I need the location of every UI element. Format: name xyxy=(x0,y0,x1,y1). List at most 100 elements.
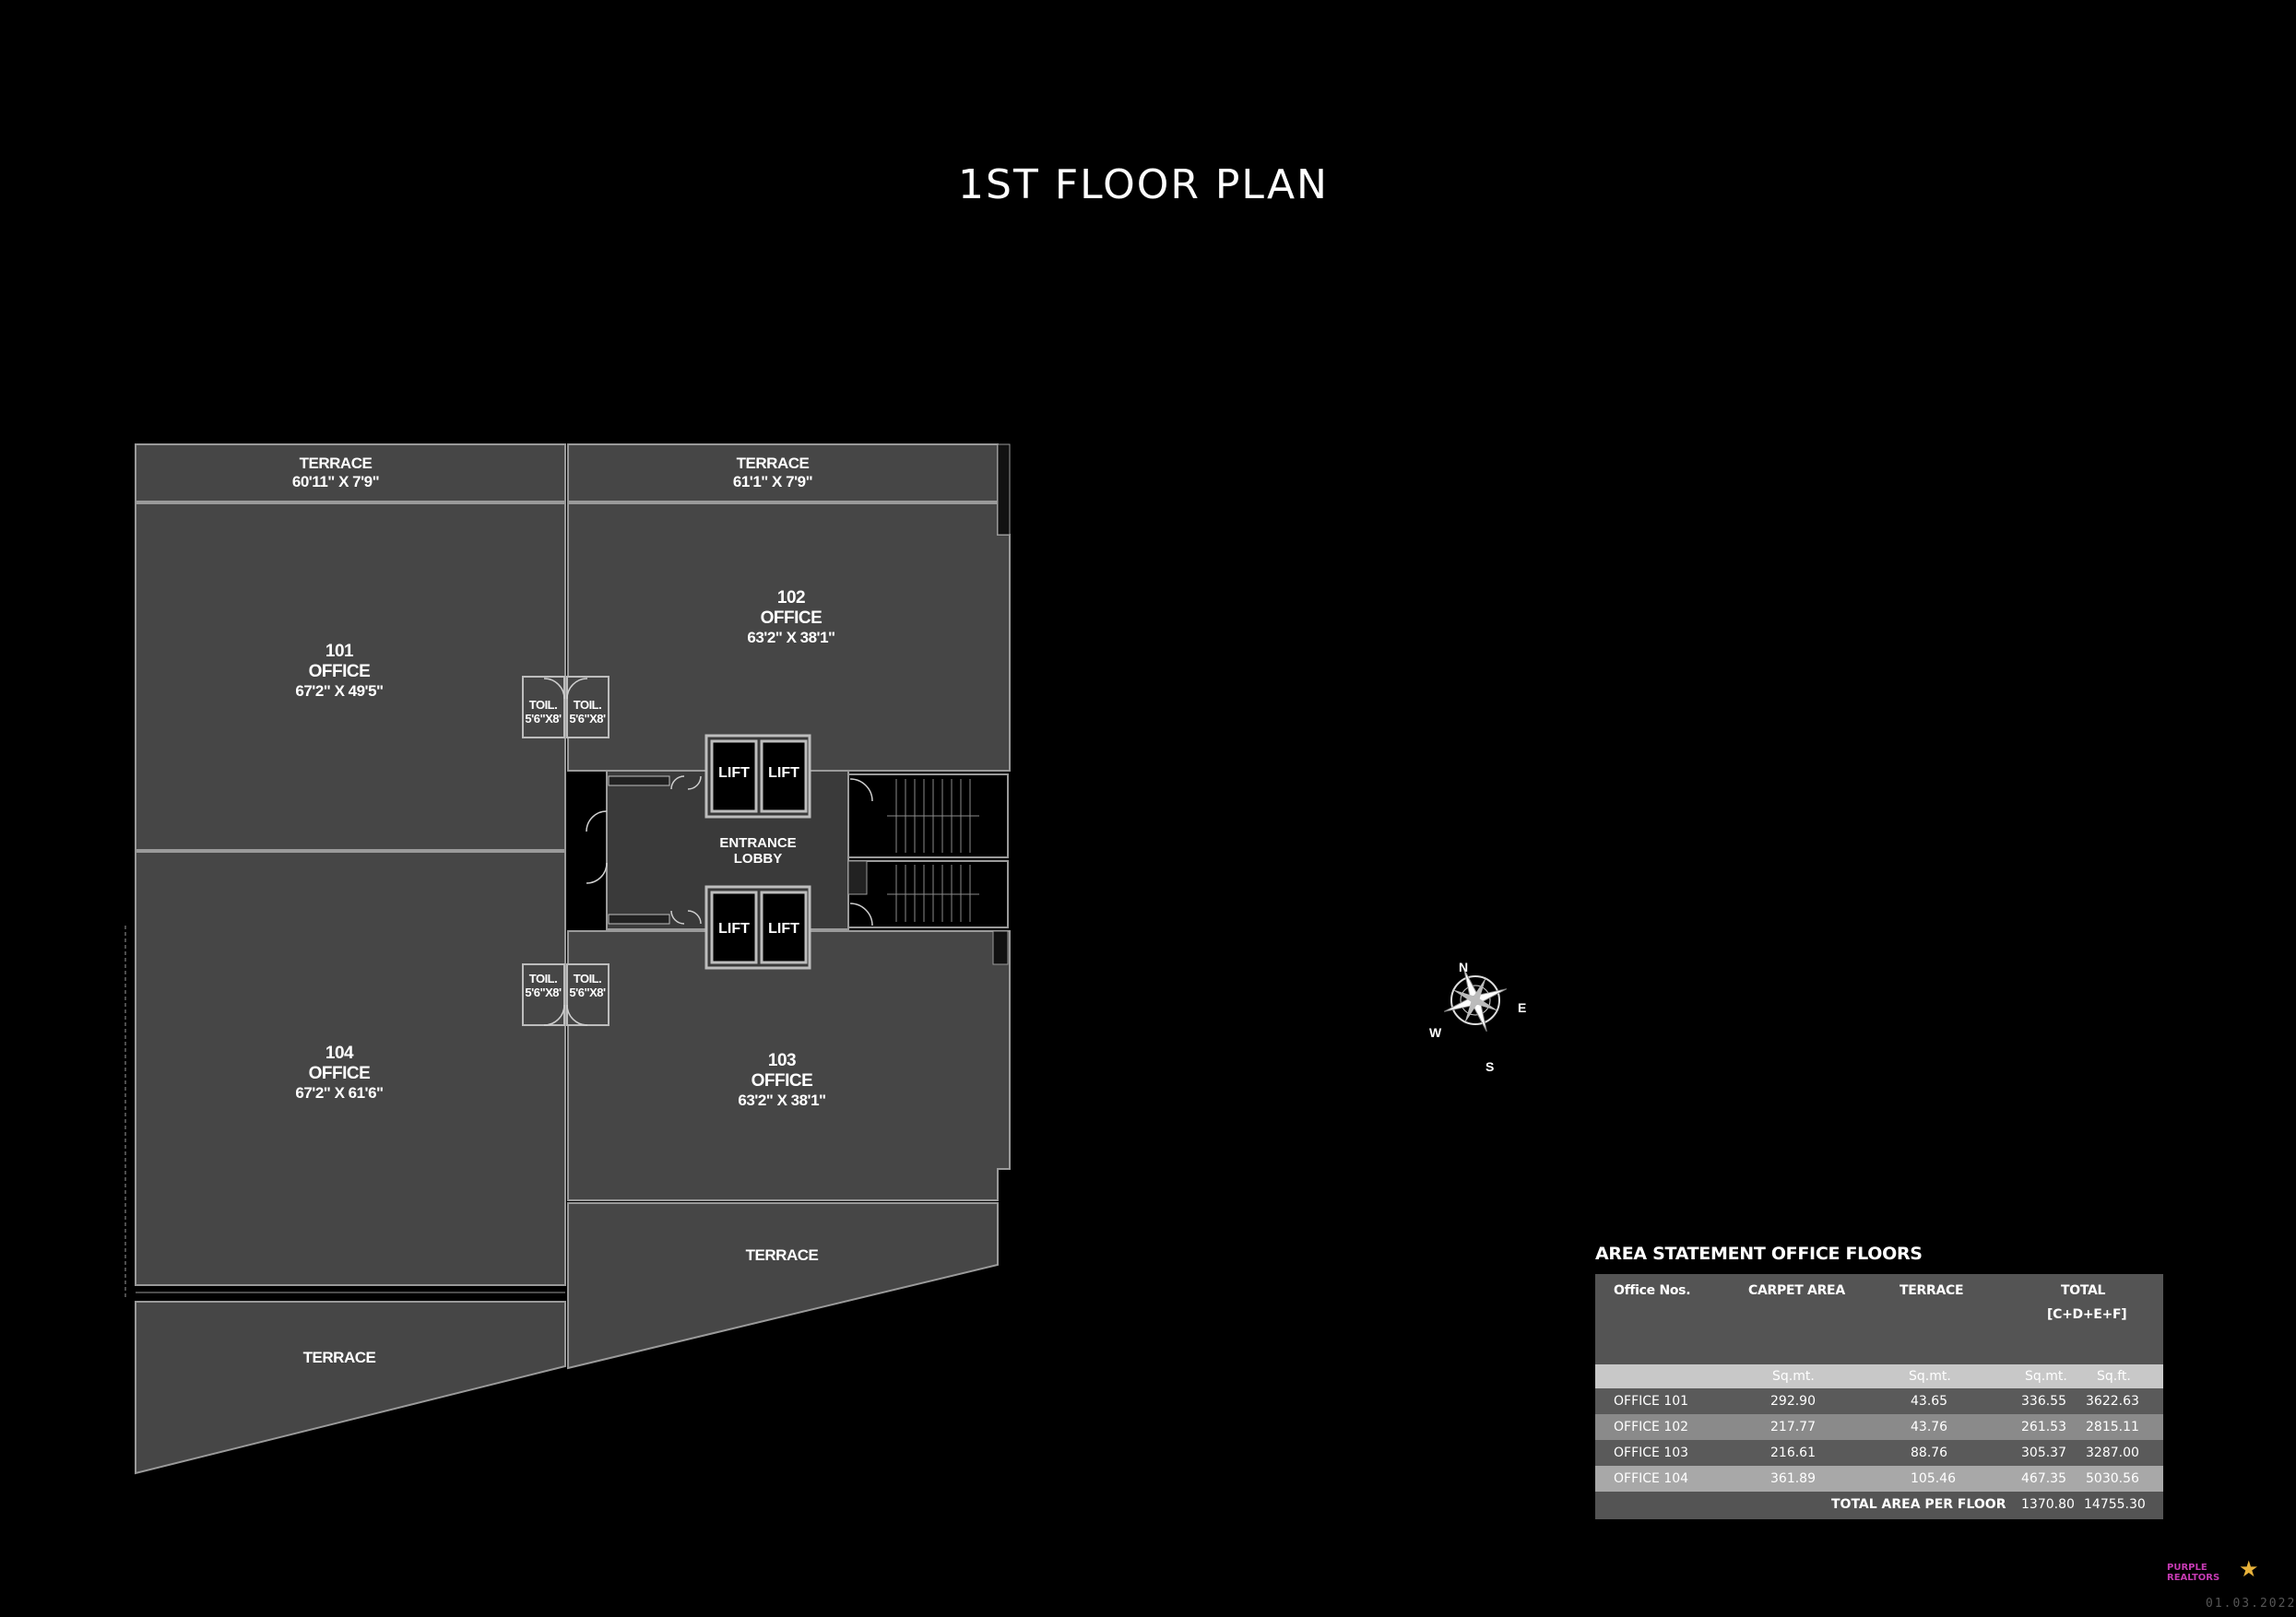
compass-s: S xyxy=(1485,1059,1495,1074)
lift-3-label: LIFT xyxy=(718,921,750,937)
toilet-2 xyxy=(566,676,610,738)
lift-4-label: LIFT xyxy=(768,921,799,937)
toilet-2-label: TOIL. 5'6"X8' xyxy=(569,698,606,726)
terrace-bottom-right xyxy=(567,1202,999,1370)
area-statement-title: AREA STATEMENT OFFICE FLOORS xyxy=(1595,1244,1923,1264)
lift-4 xyxy=(760,891,808,964)
toilet-4 xyxy=(566,963,610,1026)
cell-office: OFFICE 102 xyxy=(1614,1420,1689,1434)
brand-logo: PURPLE REALTORS xyxy=(2167,1563,2220,1583)
office-104-label: 104 OFFICE 67'2" X 61'6" xyxy=(295,1044,384,1102)
office-name: OFFICE xyxy=(751,1070,813,1091)
terrace-dim: 60'11" X 7'9" xyxy=(291,472,380,490)
table-row: OFFICE 101 292.90 43.65 336.55 3622.63 xyxy=(1595,1388,2163,1414)
toilet-name: TOIL. xyxy=(528,698,558,712)
lift-2 xyxy=(760,739,808,813)
terrace-top-left xyxy=(135,443,566,502)
toilet-4-label: TOIL. 5'6"X8' xyxy=(569,972,606,1000)
office-102-label: 102 OFFICE 63'2" X 38'1" xyxy=(747,588,835,646)
terrace-name: TERRACE xyxy=(299,454,373,472)
lift-1 xyxy=(710,739,758,813)
office-103-area xyxy=(567,930,1011,1201)
terrace-top-left-label: TERRACE 60'11" X 7'9" xyxy=(291,454,380,490)
office-no: 103 xyxy=(767,1051,797,1070)
date-stamp: 01.03.2022 xyxy=(2206,1597,2296,1611)
header-total: TOTAL xyxy=(2061,1283,2106,1298)
compass-w: W xyxy=(1429,1025,1442,1040)
toilet-dim: 5'6"X8' xyxy=(525,985,562,999)
office-name: OFFICE xyxy=(760,608,823,628)
terrace-top-right xyxy=(567,443,999,502)
toilet-name: TOIL. xyxy=(573,972,602,986)
toilet-3-label: TOIL. 5'6"X8' xyxy=(525,972,562,1000)
toilet-dim: 5'6"X8' xyxy=(525,711,562,726)
toilet-3 xyxy=(522,963,565,1026)
cell-carpet: 361.89 xyxy=(1770,1471,1816,1486)
toilet-1-label: TOIL. 5'6"X8' xyxy=(525,698,562,726)
office-no: 101 xyxy=(325,642,354,661)
total-row: TOTAL AREA PER FLOOR 1370.80 14755.30 xyxy=(1595,1492,2163,1519)
table-row: OFFICE 102 217.77 43.76 261.53 2815.11 xyxy=(1595,1414,2163,1440)
cell-sqft: 3287.00 xyxy=(2086,1446,2139,1460)
table-row: OFFICE 103 216.61 88.76 305.37 3287.00 xyxy=(1595,1440,2163,1466)
toilet-dim: 5'6"X8' xyxy=(569,985,606,999)
cell-sqmt: 336.55 xyxy=(2021,1394,2066,1409)
office-103-label: 103 OFFICE 63'2" X 38'1" xyxy=(738,1051,826,1109)
total-label: TOTAL AREA PER FLOOR xyxy=(1831,1497,2006,1512)
table-row: OFFICE 104 361.89 105.46 467.35 5030.56 xyxy=(1595,1466,2163,1492)
toilet-dim: 5'6"X8' xyxy=(569,711,606,726)
star-icon: ★ xyxy=(2239,1557,2259,1582)
cell-sqft: 5030.56 xyxy=(2086,1471,2139,1486)
area-statement-table: Office Nos. CARPET AREA TERRACE TOTAL [C… xyxy=(1595,1274,2163,1519)
cell-terrace: 43.76 xyxy=(1911,1420,1948,1434)
total-sqft: 14755.30 xyxy=(2084,1497,2146,1512)
office-dim: 67'2" X 61'6" xyxy=(295,1083,384,1102)
compass-e: E xyxy=(1518,1000,1527,1015)
office-no: 102 xyxy=(776,588,806,608)
terrace-dim: 61'1" X 7'9" xyxy=(732,472,813,490)
toilet-1 xyxy=(522,676,565,738)
compass-n: N xyxy=(1459,960,1469,974)
terrace-name: TERRACE xyxy=(736,454,810,472)
cell-terrace: 43.65 xyxy=(1911,1394,1948,1409)
toilet-name: TOIL. xyxy=(528,972,558,986)
cell-sqmt: 261.53 xyxy=(2021,1420,2066,1434)
lift-3 xyxy=(710,891,758,964)
cell-office: OFFICE 103 xyxy=(1614,1446,1689,1460)
header-carpet: CARPET AREA xyxy=(1748,1283,1845,1298)
cell-sqft: 2815.11 xyxy=(2086,1420,2139,1434)
lift-1-label: LIFT xyxy=(718,765,750,781)
total-sqmt: 1370.80 xyxy=(2021,1497,2075,1512)
header-total-formula: [C+D+E+F] xyxy=(2047,1307,2127,1322)
office-dim: 63'2" X 38'1" xyxy=(738,1091,826,1109)
entrance-lobby-label: ENTRANCE LOBBY xyxy=(719,835,797,868)
terrace-bottom-left-label: TERRACE xyxy=(302,1349,376,1366)
terrace-bottom-left xyxy=(135,1301,566,1475)
office-101-area xyxy=(135,502,566,851)
office-name: OFFICE xyxy=(308,1063,371,1083)
cell-office: OFFICE 101 xyxy=(1614,1394,1689,1409)
cell-office: OFFICE 104 xyxy=(1614,1471,1689,1486)
cell-terrace: 88.76 xyxy=(1911,1446,1948,1460)
unit-total-sqft: Sq.ft. xyxy=(2097,1369,2131,1384)
office-dim: 67'2" X 49'5" xyxy=(295,681,384,700)
cell-sqmt: 305.37 xyxy=(2021,1446,2066,1460)
terrace-top-right-label: TERRACE 61'1" X 7'9" xyxy=(732,454,813,490)
cell-carpet: 216.61 xyxy=(1770,1446,1816,1460)
cell-carpet: 217.77 xyxy=(1770,1420,1816,1434)
unit-carpet: Sq.mt. xyxy=(1772,1369,1815,1384)
office-name: OFFICE xyxy=(308,661,371,681)
toilet-name: TOIL. xyxy=(573,698,602,712)
cell-sqft: 3622.63 xyxy=(2086,1394,2139,1409)
cell-terrace: 105.46 xyxy=(1911,1471,1956,1486)
office-101-label: 101 OFFICE 67'2" X 49'5" xyxy=(295,642,384,700)
header-office: Office Nos. xyxy=(1614,1283,1691,1298)
cell-carpet: 292.90 xyxy=(1770,1394,1816,1409)
header-terrace: TERRACE xyxy=(1900,1283,1964,1298)
units-row: Sq.mt. Sq.mt. Sq.mt. Sq.ft. xyxy=(1595,1364,2163,1388)
compass-icon xyxy=(1443,968,1508,1033)
page-title: 1ST FLOOR PLAN xyxy=(958,161,1329,208)
office-no: 104 xyxy=(325,1044,354,1063)
terrace-bottom-right-label: TERRACE xyxy=(745,1246,819,1264)
